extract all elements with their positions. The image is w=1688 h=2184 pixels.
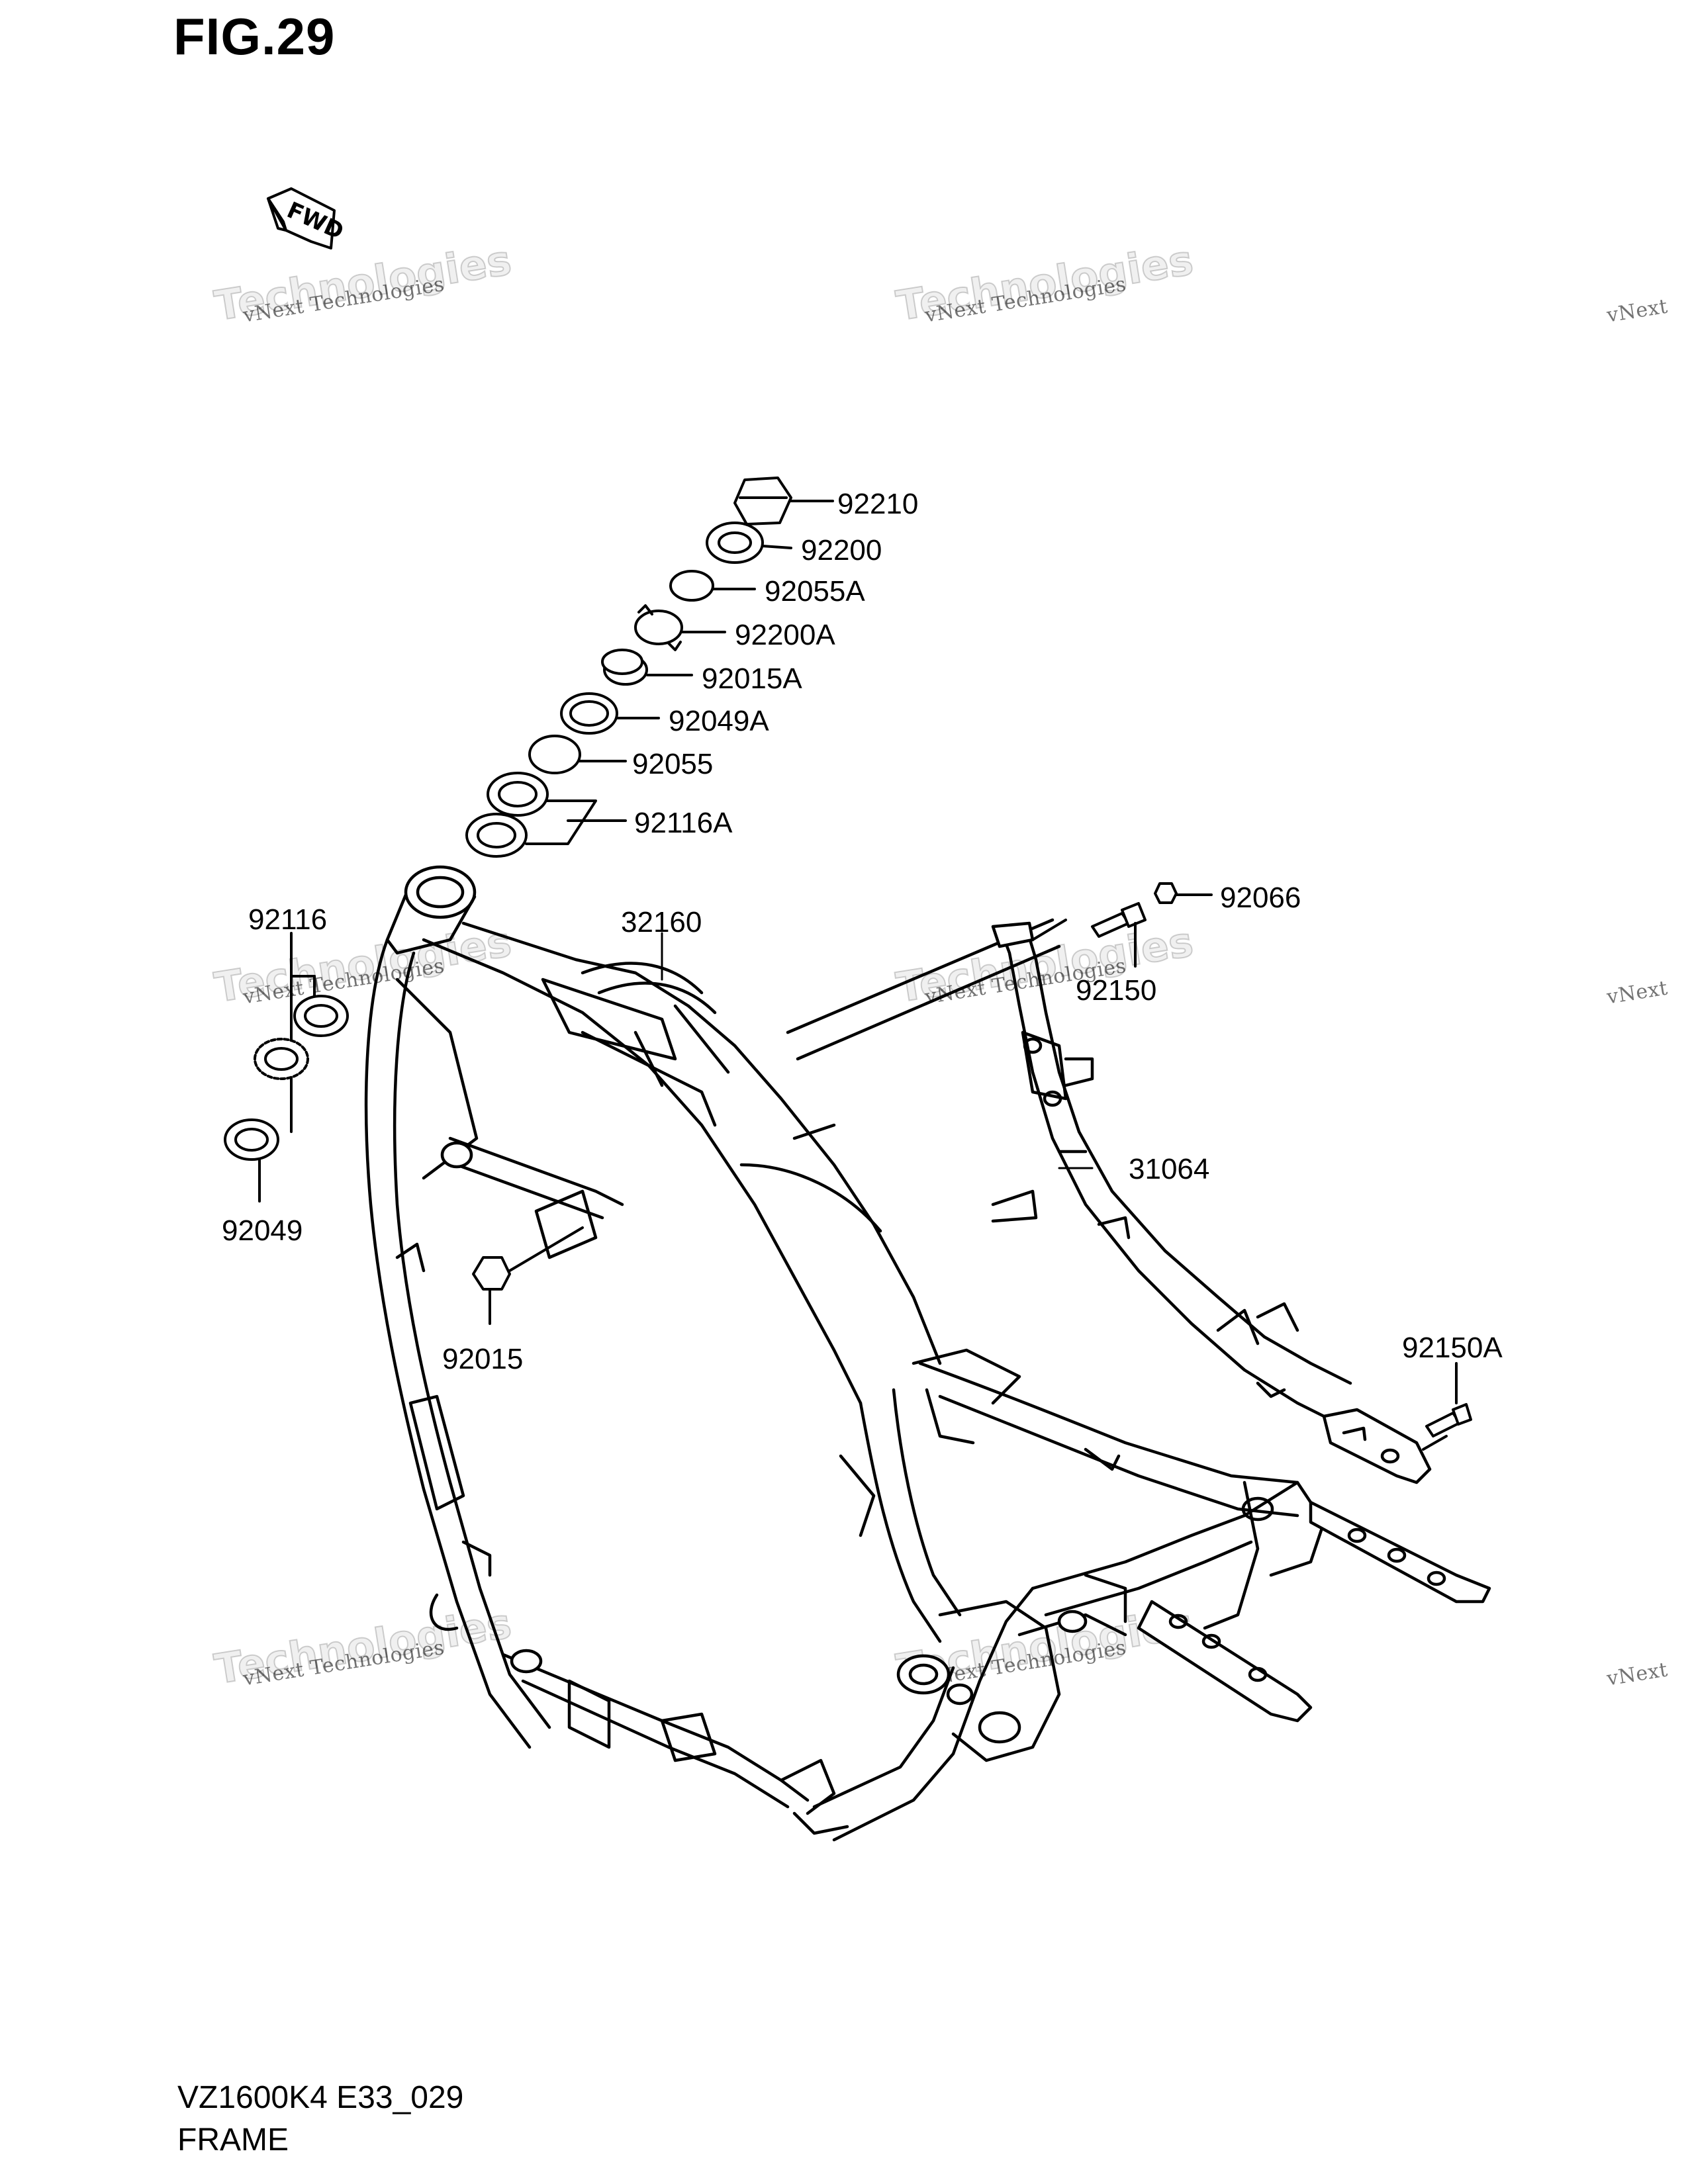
nut-92015 <box>472 1226 584 1325</box>
o-ring-92055A <box>669 570 756 602</box>
part-label-92055A: 92055A <box>765 575 865 608</box>
o-ring-92055 <box>528 735 627 774</box>
bearing-race-92049 <box>224 1118 279 1203</box>
part-label-92015: 92015 <box>442 1343 524 1375</box>
part-label-32160: 32160 <box>621 906 702 938</box>
part-label-92055: 92055 <box>632 748 714 780</box>
leader-lines <box>661 932 1094 1169</box>
part-label-92116A: 92116A <box>634 807 733 839</box>
part-label-92015A: 92015A <box>702 662 802 695</box>
part-label-92200: 92200 <box>801 534 882 567</box>
lock-washer-92200A <box>634 604 726 651</box>
part-label-92210: 92210 <box>837 488 919 520</box>
part-label-92049A: 92049A <box>669 705 769 737</box>
fwd-arrow-icon: FWD <box>267 187 348 250</box>
bearing-92116A <box>465 772 627 858</box>
part-label-31064: 31064 <box>1129 1153 1210 1185</box>
part-label-92150: 92150 <box>1076 974 1157 1007</box>
rear-frame-31064 <box>991 921 1432 1484</box>
model-code: VZ1600K4 E33_029 <box>177 2080 464 2115</box>
part-label-92049: 92049 <box>222 1214 303 1247</box>
part-label-92200A: 92200A <box>735 619 835 651</box>
washer-92200 <box>706 522 792 564</box>
part-label-92066: 92066 <box>1220 882 1301 914</box>
nut-92066 <box>1154 882 1213 904</box>
figure-name: FRAME <box>177 2122 289 2158</box>
bolt-92150A <box>1422 1362 1472 1451</box>
part-label-92150A: 92150A <box>1402 1332 1503 1364</box>
bearing-92116 <box>254 932 349 1133</box>
bolt-92150 <box>1031 902 1147 968</box>
figure-title: FIG.29 <box>173 7 336 66</box>
nut-92015A <box>601 649 693 686</box>
part-label-92116: 92116 <box>248 903 328 936</box>
steering-nut-92210 <box>733 477 834 525</box>
main-frame-32160 <box>364 865 1491 1842</box>
bearing-race-92049A <box>560 692 660 735</box>
